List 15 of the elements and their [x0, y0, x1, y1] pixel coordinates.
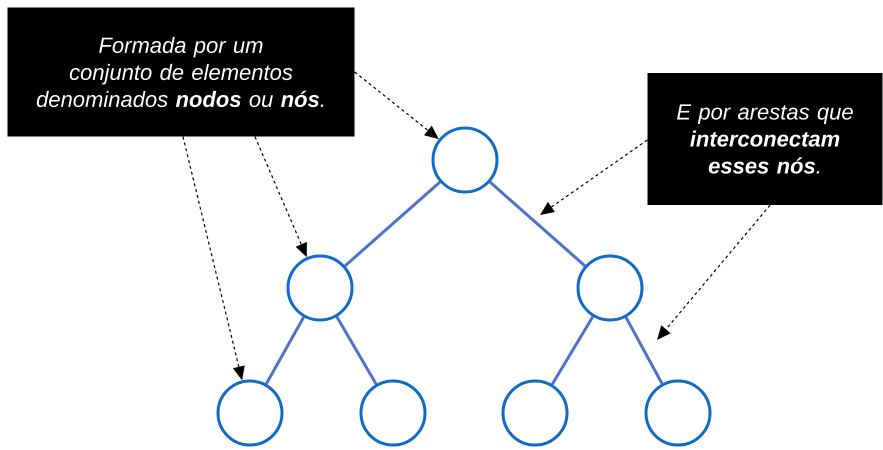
tree-edge	[489, 181, 586, 267]
tree-node-circle	[644, 380, 712, 446]
tree-edge	[265, 316, 305, 384]
tree-node-circle	[216, 380, 284, 446]
callout-box: Formada por um conjunto de elementos denominados nodos ou nós.	[8, 8, 354, 136]
tree-node-circle	[360, 380, 426, 446]
tree-node-circle	[502, 380, 568, 446]
tree-edge	[336, 316, 378, 385]
tree-node-circle	[432, 126, 498, 194]
tree-node-circle	[286, 254, 354, 322]
callout-box: E por arestas que interconectam esses nós.	[648, 73, 882, 205]
tree-edge	[344, 181, 441, 267]
tree-edge	[624, 316, 664, 384]
tree-edge	[550, 316, 594, 386]
tree-node-circle	[576, 254, 644, 322]
